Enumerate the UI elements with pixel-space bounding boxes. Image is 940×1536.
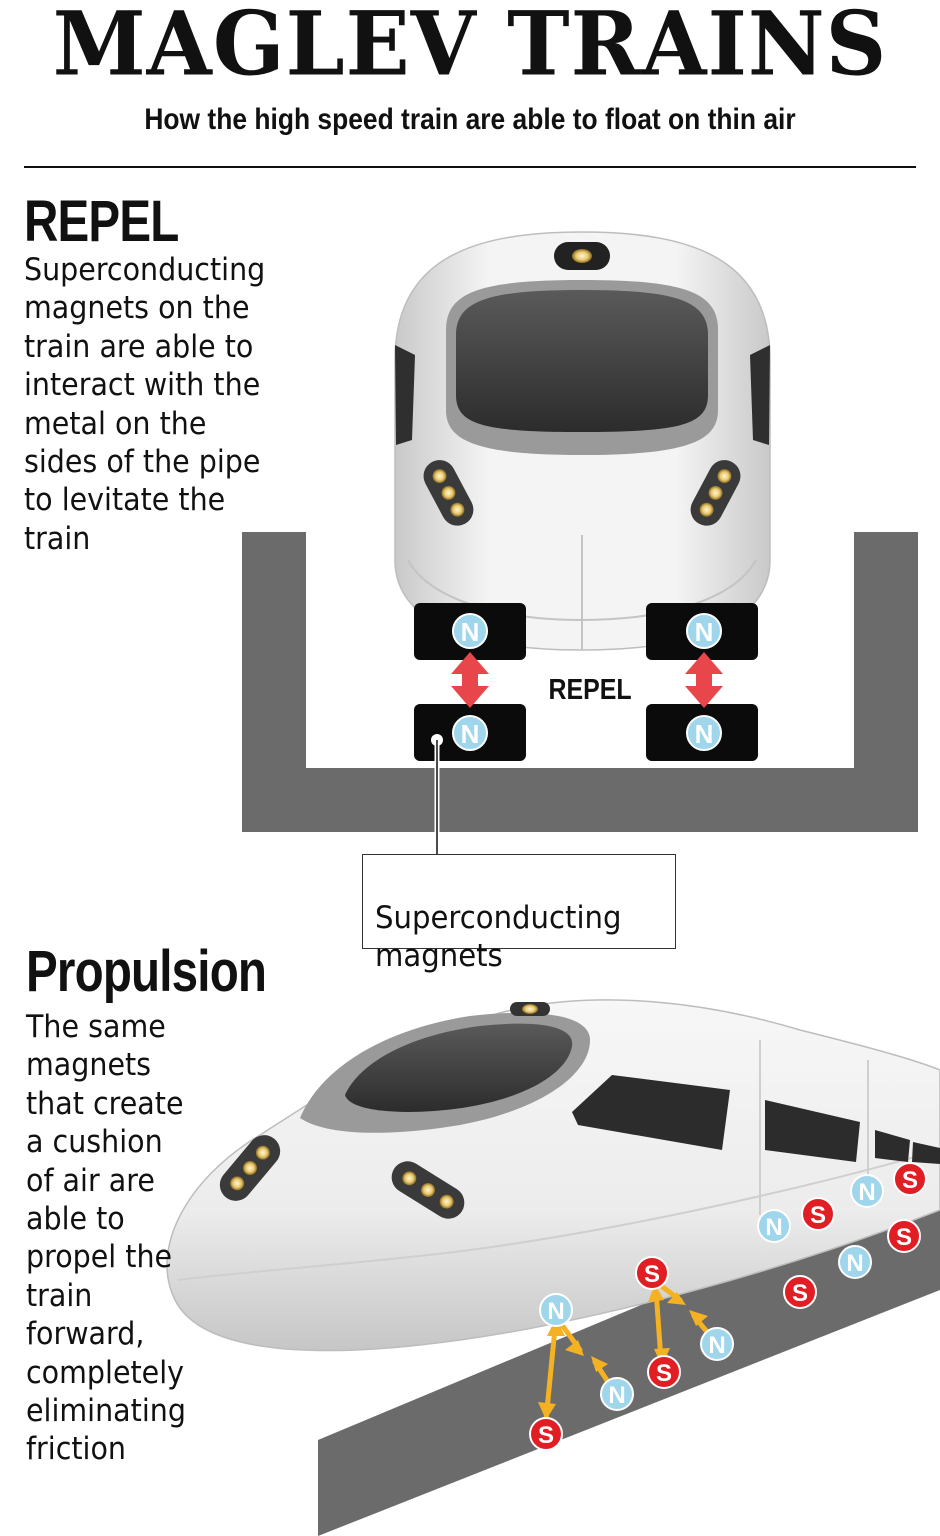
pole-south: S xyxy=(635,1256,669,1290)
double-arrow-icon xyxy=(451,652,489,708)
pole-south: S xyxy=(893,1162,927,1196)
track-magnet-left: N xyxy=(414,704,526,761)
train-front-icon xyxy=(394,231,771,651)
svg-text:S: S xyxy=(896,1224,912,1251)
svg-text:N: N xyxy=(708,1332,725,1359)
title-divider xyxy=(24,166,916,168)
pole-markers: S N N S S N N S S N N S S xyxy=(529,1162,927,1451)
svg-text:S: S xyxy=(792,1280,808,1307)
train-magnet-left: N xyxy=(414,603,526,660)
superconducting-magnets-callout: Superconducting magnets xyxy=(362,854,676,974)
pole-north: N xyxy=(700,1327,734,1361)
repel-description: Superconducting magnets on the train are… xyxy=(24,252,266,557)
guideway-channel xyxy=(242,532,918,832)
pole-north: N xyxy=(838,1245,872,1279)
pole-south: S xyxy=(887,1219,921,1253)
pole-north: N xyxy=(850,1174,884,1208)
svg-text:S: S xyxy=(902,1167,918,1194)
repel-heading: REPEL xyxy=(24,189,179,254)
svg-text:N: N xyxy=(608,1382,625,1409)
pole-north: N xyxy=(539,1293,573,1327)
pole-south: S xyxy=(783,1275,817,1309)
pole-south: S xyxy=(801,1197,835,1231)
pole-n-label: N xyxy=(461,617,480,647)
svg-text:N: N xyxy=(547,1298,564,1325)
pole-n-label: N xyxy=(461,719,480,749)
track-magnet-right: N xyxy=(646,704,758,761)
train-side-icon xyxy=(166,999,940,1352)
svg-text:S: S xyxy=(656,1360,672,1387)
subtitle: How the high speed train are able to flo… xyxy=(144,103,796,136)
propulsion-heading: Propulsion xyxy=(26,939,267,1004)
pole-north: N xyxy=(600,1377,634,1411)
svg-text:N: N xyxy=(858,1179,875,1206)
main-title: MAGLEV TRAINS xyxy=(52,0,888,96)
svg-text:S: S xyxy=(538,1422,554,1449)
svg-text:N: N xyxy=(765,1214,782,1241)
callout-text: Superconducting magnets xyxy=(375,900,622,974)
pole-n-label: N xyxy=(695,617,714,647)
svg-text:S: S xyxy=(810,1202,826,1229)
pole-south: S xyxy=(529,1417,563,1451)
pole-south: S xyxy=(647,1355,681,1389)
double-arrow-icon xyxy=(685,652,723,708)
svg-text:S: S xyxy=(644,1261,660,1288)
train-magnet-right: N xyxy=(646,603,758,660)
repel-diagram-label: REPEL xyxy=(548,673,631,705)
propulsion-track xyxy=(318,1180,940,1536)
pole-north: N xyxy=(757,1209,791,1243)
pole-n-label: N xyxy=(695,719,714,749)
propulsion-description: The same magnets that create a cushion o… xyxy=(26,1009,186,1468)
svg-text:N: N xyxy=(846,1250,863,1277)
